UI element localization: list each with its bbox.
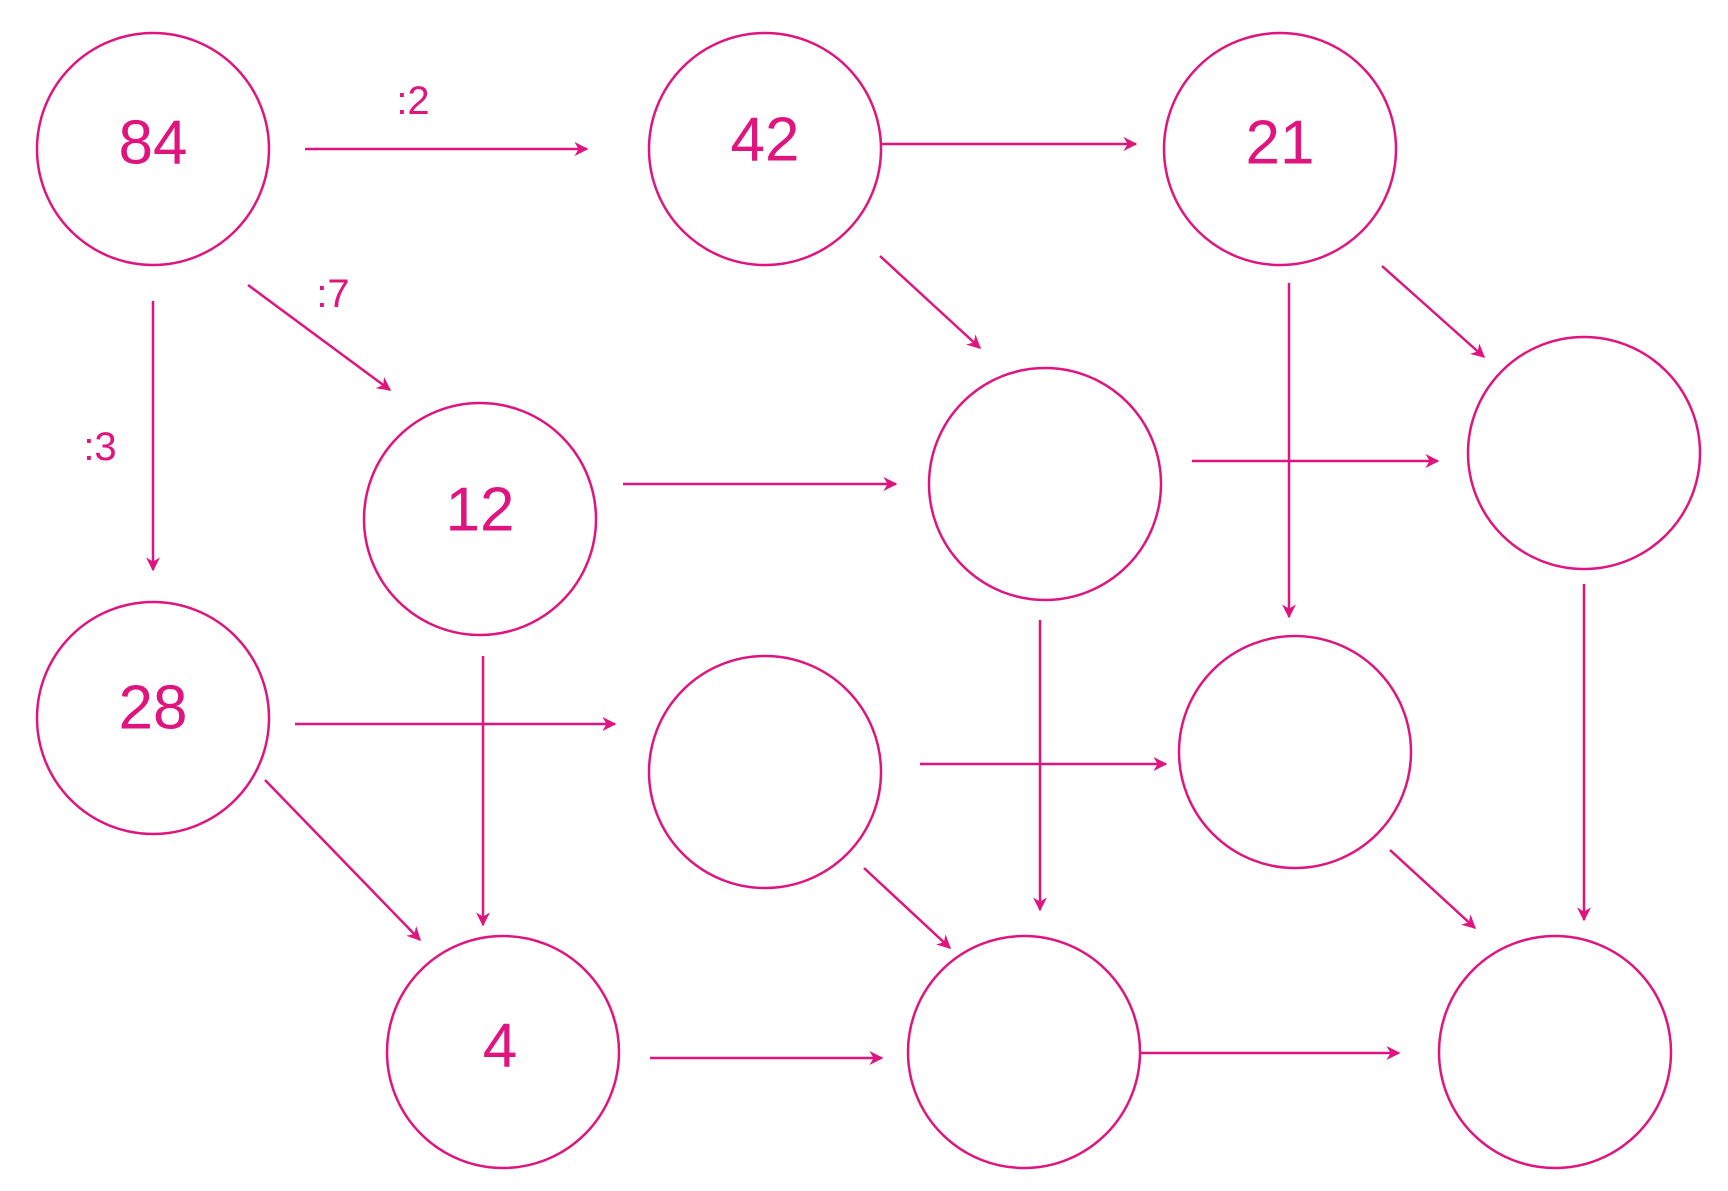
node-empty-row4-col3 [906, 934, 1142, 1170]
node-12-value: 12 [446, 476, 515, 545]
arrow-21-to-r2c5 [1381, 265, 1486, 358]
node-4-value: 4 [483, 1012, 517, 1081]
node-empty-row4-col5 [1437, 934, 1673, 1170]
arrow-r3c3-to-r4c3 [863, 867, 952, 949]
arrow-42-to-r2c3 [879, 255, 982, 349]
edge-label-div7: :7 [316, 272, 349, 316]
edge-label-div2: :2 [396, 79, 429, 123]
node-84-value: 84 [119, 109, 188, 178]
arrow-r3c4-to-r4c5 [1389, 849, 1477, 929]
node-21-value: 21 [1246, 109, 1315, 178]
arrows [146, 137, 1591, 1065]
arrow-28-to-4 [264, 779, 421, 942]
node-empty-row3-col4 [1177, 634, 1413, 870]
edge-label-div3: :3 [83, 425, 116, 469]
node-21: 21 [1162, 31, 1398, 267]
node-28: 28 [35, 600, 271, 836]
node-12: 12 [362, 401, 598, 637]
node-empty-row2-col5 [1466, 335, 1702, 571]
node-4: 4 [385, 934, 621, 1170]
node-42: 42 [647, 31, 883, 267]
node-empty-row2-col3 [927, 366, 1163, 602]
node-42-value: 42 [731, 106, 800, 175]
arrow-84-to-12 [247, 283, 392, 392]
edge-labels: :2 :7 :3 [83, 79, 429, 469]
node-28-value: 28 [119, 674, 188, 743]
node-84: 84 [35, 31, 271, 267]
node-empty-row3-col3 [647, 654, 883, 890]
nodes: 84 42 21 12 28 4 [35, 31, 1702, 1170]
